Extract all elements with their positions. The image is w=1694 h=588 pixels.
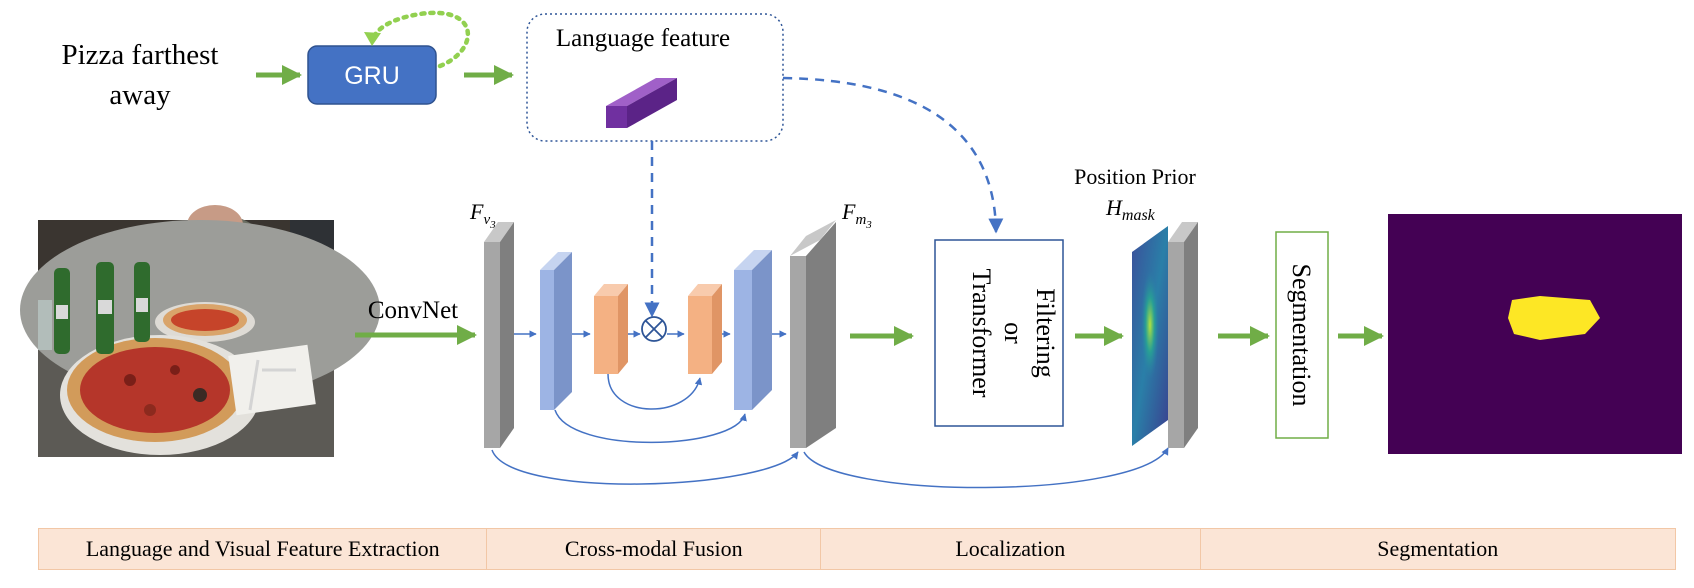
- localization-box-text: Filtering or Transformer: [967, 268, 1060, 397]
- query-text-line-2: away: [109, 79, 171, 111]
- encoder-block-1: [540, 252, 572, 410]
- stage-localization: Localization: [821, 529, 1201, 569]
- fusion-block-2: [688, 284, 722, 374]
- fm3-label: Fm3: [841, 199, 872, 231]
- feature-slab-fv3: [484, 222, 514, 448]
- language-feature-cube: [606, 78, 677, 128]
- gru-recurrent-loop: [369, 10, 471, 69]
- segmentation-mask: [1388, 214, 1682, 454]
- segmentation-box-label: Segmentation: [1287, 264, 1316, 407]
- language-feature-box: [526, 13, 784, 142]
- skip-connection-to-prior: [803, 447, 1169, 489]
- query-text-line-1: Pizza farthest: [61, 39, 218, 71]
- dashed-language-to-localization: [782, 76, 1004, 234]
- segmentation-box: [1275, 231, 1329, 439]
- fv3-label: Fv3: [469, 199, 496, 231]
- fusion-block-1: [594, 284, 628, 374]
- feature-slab-prior: [1168, 222, 1198, 448]
- position-prior-title: Position Prior: [1074, 164, 1196, 189]
- language-feature-label: Language feature: [556, 25, 730, 52]
- stage-segmentation: Segmentation: [1377, 536, 1499, 561]
- decoder-block-1: [734, 250, 772, 410]
- input-image: [20, 205, 380, 457]
- circled-times-icon: [641, 316, 667, 342]
- gru-label: GRU: [344, 62, 400, 90]
- gru-loop-arrowhead: [364, 32, 381, 46]
- position-prior-heatmap: [1132, 226, 1168, 446]
- stage-bar: Language and Visual Feature Extraction C…: [38, 528, 1676, 570]
- localization-box: [934, 239, 1064, 427]
- position-prior-symbol: Hmask: [1105, 195, 1156, 224]
- feature-slab-fm3: [790, 220, 836, 448]
- skip-connection-blue: [554, 409, 747, 444]
- svg-text:or: or: [999, 322, 1028, 344]
- stage-cross-modal-fusion: Cross-modal Fusion: [487, 529, 822, 569]
- convnet-label: ConvNet: [368, 297, 458, 324]
- svg-text:Transformer: Transformer: [967, 268, 996, 397]
- skip-connection-gray: [491, 449, 799, 485]
- stage-feature-extraction: Language and Visual Feature Extraction: [39, 529, 488, 569]
- skip-connection-orange: [607, 373, 703, 410]
- svg-text:Filtering: Filtering: [1031, 288, 1060, 378]
